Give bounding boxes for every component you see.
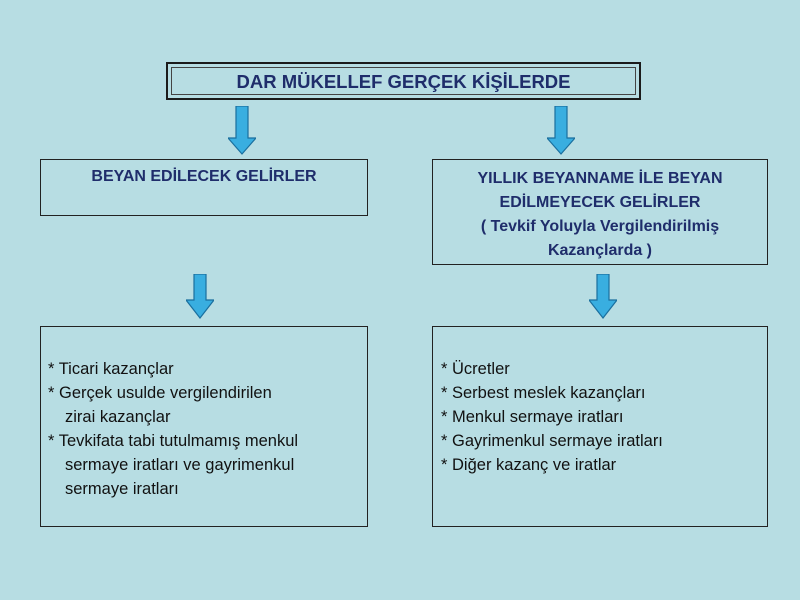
down-arrow-icon: [228, 106, 256, 156]
right-heading-line: ( Tevkif Yoluyla Vergilendirilmiş: [480, 218, 720, 235]
down-arrow-icon: [186, 274, 214, 324]
list-item: * Gerçek usulde vergilendirilen: [48, 384, 272, 402]
left-heading: BEYAN EDİLECEK GELİRLER: [91, 168, 317, 185]
list-item: * Tevkifata tabi tutulmamış menkul: [48, 432, 299, 450]
down-arrow-icon: [547, 106, 575, 156]
diagram-title-box: DAR MÜKELLEF GERÇEK KİŞİLERDE: [166, 62, 641, 100]
diagram-title: DAR MÜKELLEF GERÇEK KİŞİLERDE: [236, 71, 571, 92]
left-heading-box: BEYAN EDİLECEK GELİRLER: [40, 159, 368, 216]
left-list-box: * Ticari kazançlar * Gerçek usulde vergi…: [40, 326, 368, 527]
list-item: sermaye iratları ve gayrimenkul: [65, 456, 295, 474]
list-item: sermaye iratları: [65, 480, 179, 498]
right-heading-box: YILLIK BEYANNAME İLE BEYAN EDİLMEYECEK G…: [432, 159, 768, 265]
list-item: * Menkul sermaye iratları: [441, 408, 624, 426]
list-item: zirai kazançlar: [65, 408, 171, 426]
list-item: * Serbest meslek kazançları: [441, 384, 646, 402]
list-item: * Ücretler: [441, 360, 510, 378]
right-heading-line: YILLIK BEYANNAME İLE BEYAN: [477, 170, 723, 187]
right-heading-line: Kazançlarda ): [547, 242, 653, 259]
list-item: * Diğer kazanç ve iratlar: [441, 456, 617, 474]
right-list-box: * Ücretler * Serbest meslek kazançları *…: [432, 326, 768, 527]
list-item: * Ticari kazançlar: [48, 360, 174, 378]
down-arrow-icon: [589, 274, 617, 324]
list-item: * Gayrimenkul sermaye iratları: [441, 432, 663, 450]
title-inner-border: [171, 67, 636, 95]
right-heading-line: EDİLMEYECEK GELİRLER: [499, 194, 701, 211]
